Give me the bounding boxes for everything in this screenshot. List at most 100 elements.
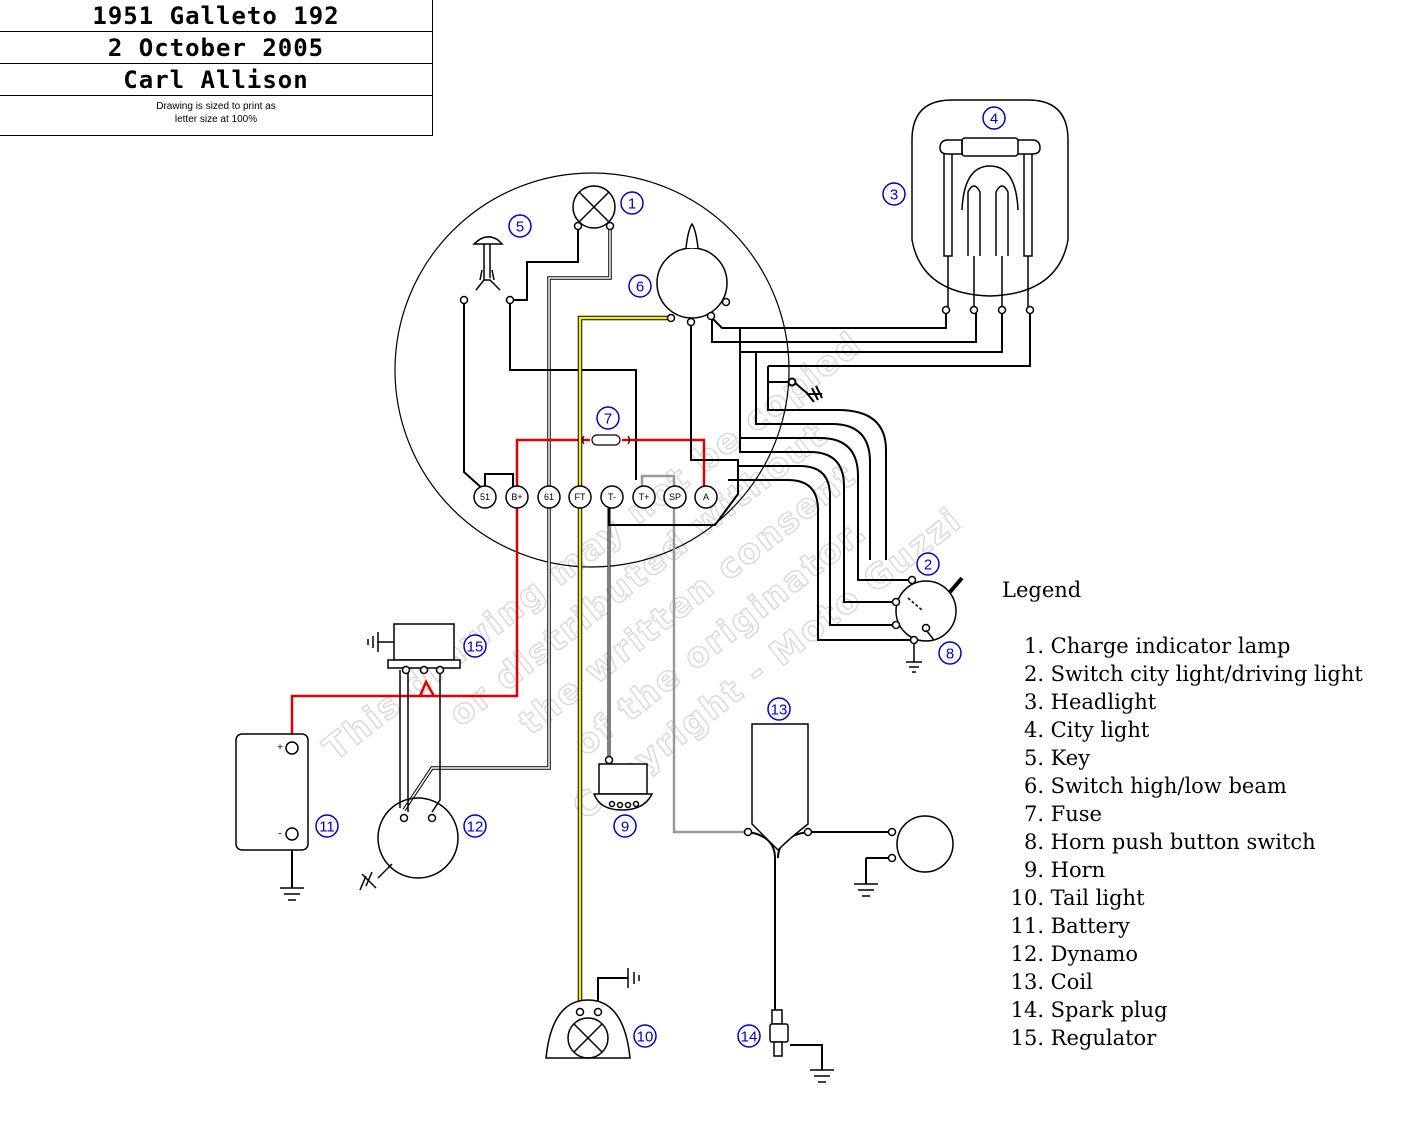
callout-11: 11: [315, 814, 339, 838]
callout-number: 5: [516, 219, 524, 236]
callout-3: 3: [882, 182, 906, 206]
terminal-circle: [505, 485, 529, 509]
terminal-label: 61: [544, 492, 554, 502]
legend-item-number: 2.: [1023, 662, 1044, 686]
wire-regulator-to-dynamo: [399, 670, 441, 813]
callout-circle: [628, 274, 652, 298]
legend-item-label: Tail light: [1044, 886, 1145, 910]
legend-item-label: City light: [1044, 718, 1150, 742]
legend-item: 7. Fuse: [1002, 800, 1363, 828]
legend-item-number: 5.: [1023, 746, 1044, 770]
wire-headlight-bundle: [711, 312, 1031, 395]
legend-item-number: 4.: [1023, 718, 1044, 742]
wire-lamp-to-dynamo: [402, 228, 612, 811]
legend-item-label: Spark plug: [1044, 998, 1168, 1022]
callout-circle: [938, 641, 962, 665]
callout-circle: [620, 191, 644, 215]
callout-5: 5: [508, 214, 532, 238]
legend-item: 6. Switch high/low beam: [1002, 772, 1363, 800]
callout-circle: [916, 552, 940, 576]
callout-number: 9: [621, 819, 629, 836]
legend-item: 10. Tail light: [1002, 884, 1363, 912]
callout-number: 13: [771, 702, 788, 719]
callout-circle: [633, 1024, 657, 1048]
wire-key-to-51: [463, 300, 485, 491]
regulator: [367, 623, 461, 675]
callout-15: 15: [463, 634, 487, 658]
terminal-7: SP: [663, 485, 687, 509]
callout-9: 9: [613, 814, 637, 838]
terminal-circle: [694, 485, 718, 509]
terminal-circle: [663, 485, 687, 509]
terminal-label: FT: [575, 492, 586, 502]
terminal-1: 51: [473, 485, 497, 509]
battery-plus-label: +: [277, 743, 283, 754]
terminal-circle: [473, 485, 497, 509]
legend-item-label: Regulator: [1044, 1026, 1157, 1050]
callout-number: 2: [924, 557, 932, 574]
callout-circle: [737, 1024, 761, 1048]
battery-minus-label: -: [278, 829, 281, 840]
terminal-4: FT: [568, 485, 592, 509]
callout-7: 7: [596, 406, 620, 430]
legend-item-label: Horn push button switch: [1044, 830, 1316, 854]
callout-circle: [508, 214, 532, 238]
callout-1: 1: [620, 191, 644, 215]
print-note-line1: Drawing is sized to print as: [156, 100, 276, 112]
terminal-label: T+: [639, 492, 650, 502]
legend-item: 4. City light: [1002, 716, 1363, 744]
terminal-circle: [600, 485, 624, 509]
chassis-ground-headlight: [787, 377, 823, 403]
legend-item-label: Charge indicator lamp: [1044, 634, 1291, 658]
drawing-date: 2 October 2005: [0, 32, 432, 64]
callout-6: 6: [628, 274, 652, 298]
spark-plug: [769, 1009, 834, 1083]
callout-14: 14: [737, 1024, 761, 1048]
legend-item-label: Switch city light/driving light: [1044, 662, 1363, 686]
legend-item: 9. Horn: [1002, 856, 1363, 884]
callout-10: 10: [633, 1024, 657, 1048]
legend-item-label: Horn: [1044, 858, 1106, 882]
terminal-circle: [632, 485, 656, 509]
legend-item: 13. Coil: [1002, 968, 1363, 996]
legend-item-label: Coil: [1044, 970, 1093, 994]
legend-item: 3. Headlight: [1002, 688, 1363, 716]
headlamp-housing: [394, 172, 790, 568]
key-switch: [459, 236, 515, 305]
legend-item-number: 1.: [1023, 634, 1044, 658]
terminal-3: 61: [537, 485, 561, 509]
horn: [592, 755, 654, 811]
drawing-author: Carl Allison: [0, 64, 432, 96]
terminal-8: A: [694, 485, 718, 509]
callout-number: 8: [946, 646, 954, 663]
legend-item-number: 12.: [1010, 942, 1044, 966]
ignition-coil: [743, 723, 878, 897]
callout-circle: [982, 106, 1006, 130]
callout-2: 2: [916, 552, 940, 576]
legend-item-label: Dynamo: [1044, 942, 1138, 966]
legend-item-label: Battery: [1044, 914, 1130, 938]
contact-breaker: [887, 815, 954, 873]
legend-item: 11. Battery: [1002, 912, 1363, 940]
legend-item-number: 11.: [1010, 914, 1044, 938]
switch-city-driving: [891, 575, 964, 645]
wire-yellow-tail: [577, 315, 671, 1010]
callout-circle: [315, 814, 339, 838]
callout-number: 15: [467, 639, 484, 656]
wire-51-to-bplus: [484, 473, 514, 490]
battery: [235, 733, 309, 901]
wire-tail-ground: [597, 977, 628, 1010]
fuse: [581, 434, 631, 446]
terminal-label: SP: [669, 492, 681, 502]
callout-8: 8: [938, 641, 962, 665]
callout-circle: [767, 697, 791, 721]
legend-item: 1. Charge indicator lamp: [1002, 632, 1363, 660]
print-note: Drawing is sized to print as letter size…: [0, 96, 432, 129]
print-note-line2: letter size at 100%: [174, 113, 258, 125]
callout-circle: [596, 406, 620, 430]
